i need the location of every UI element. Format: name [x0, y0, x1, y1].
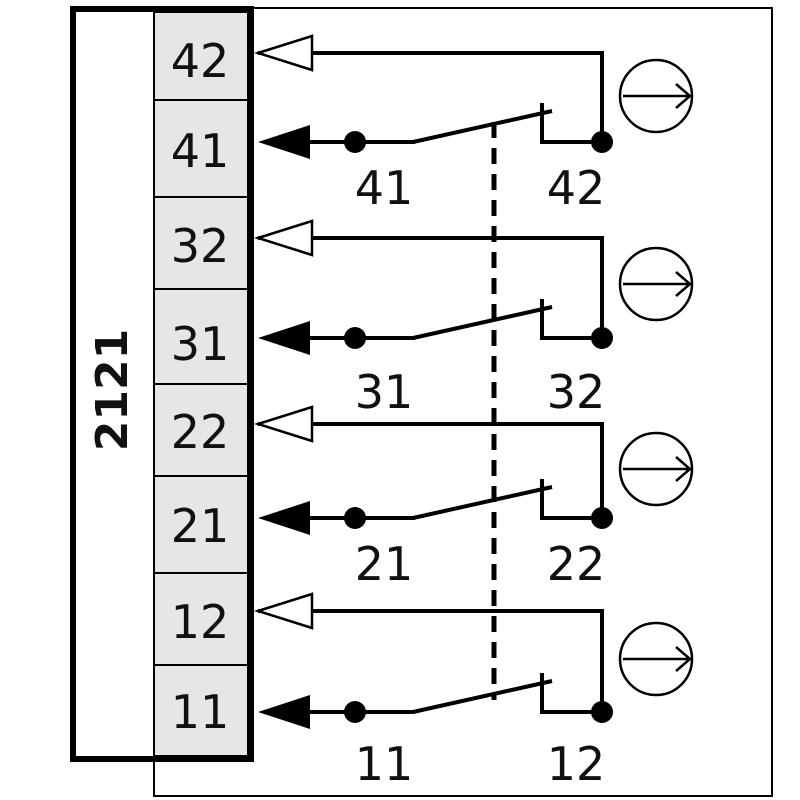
switch-blade	[412, 485, 553, 520]
arrow-right-icon	[623, 83, 692, 109]
contact-block-2: 21 22	[253, 405, 694, 591]
input-arrow-icon	[258, 501, 310, 535]
input-arrow-icon	[258, 321, 310, 355]
contact-node	[591, 701, 613, 723]
terminal-label: 31	[171, 317, 230, 371]
contact-node	[344, 701, 366, 723]
contact-node	[591, 327, 613, 349]
fixed-contact	[540, 103, 602, 144]
contact-label: 12	[547, 737, 606, 791]
contact-node	[344, 507, 366, 529]
terminal-cell	[153, 11, 249, 101]
terminal-strip: 42 41 32 31 22 21 12 11	[153, 11, 249, 757]
output-wire	[258, 236, 604, 338]
switch-blade	[412, 109, 553, 144]
terminal-label: 41	[171, 124, 230, 178]
output-arrow-icon	[253, 34, 314, 72]
switch-blade	[412, 305, 553, 340]
terminal-cell	[153, 572, 249, 666]
input-arrow-icon	[258, 695, 310, 729]
arrow-right-icon	[623, 456, 692, 482]
contact-node	[591, 131, 613, 153]
contact-node	[344, 131, 366, 153]
output-wire	[258, 422, 604, 518]
input-arrow-icon	[258, 125, 310, 159]
terminal-cell	[153, 99, 249, 198]
contact-label: 22	[547, 537, 606, 591]
output-wire	[258, 51, 604, 142]
terminal-label: 12	[171, 595, 230, 649]
contact-block-4: 41 42	[253, 34, 694, 215]
fixed-contact	[540, 299, 602, 340]
contact-node	[344, 327, 366, 349]
terminal-label: 11	[171, 685, 230, 739]
contact-block-1: 11 12	[253, 592, 694, 791]
terminal-label: 22	[171, 405, 230, 459]
contact-label: 21	[355, 537, 414, 591]
contact-node	[591, 507, 613, 529]
arrow-right-icon	[623, 646, 692, 672]
output-arrow-icon	[253, 219, 314, 257]
fixed-contact	[540, 673, 602, 714]
output-wire	[258, 609, 604, 712]
terminal-label: 32	[171, 219, 230, 273]
contact-label: 41	[355, 161, 414, 215]
output-arrow-icon	[253, 405, 314, 443]
contact-label: 32	[547, 365, 606, 419]
terminal-cell	[153, 664, 249, 757]
terminal-cell	[153, 475, 249, 574]
terminal-label: 21	[171, 499, 230, 553]
terminal-cell	[153, 383, 249, 477]
module-code-label: 2121	[87, 329, 138, 451]
contact-label: 31	[355, 365, 414, 419]
contact-block-3: 31 32	[253, 219, 694, 419]
contact-label: 42	[547, 161, 606, 215]
fixed-contact	[540, 479, 602, 520]
terminal-label: 42	[171, 34, 230, 88]
arrow-right-icon	[623, 271, 692, 297]
switch-blade	[412, 679, 553, 714]
contact-label: 11	[355, 737, 414, 791]
output-arrow-icon	[253, 592, 314, 630]
terminal-cell	[153, 196, 249, 290]
